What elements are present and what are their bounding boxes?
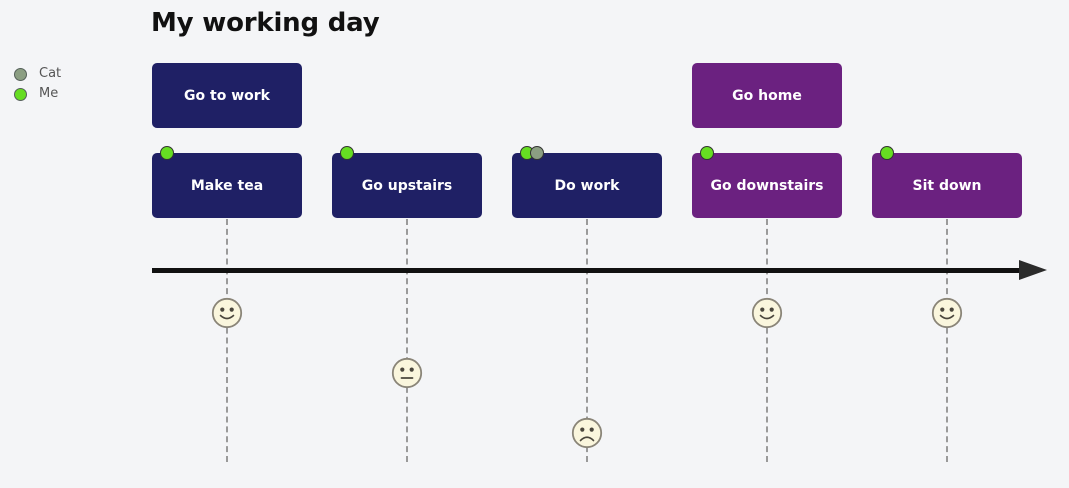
- tick-line: [226, 219, 228, 462]
- legend-item-cat[interactable]: Cat: [14, 64, 124, 84]
- tick-line: [406, 219, 408, 462]
- timeline-axis-line: [152, 268, 1022, 273]
- legend-item-label: Me: [39, 86, 59, 101]
- participant-dots: [160, 146, 174, 160]
- participant-dots: [520, 146, 544, 160]
- page-title: My working day: [151, 8, 380, 38]
- legend-swatch-icon: [14, 87, 27, 101]
- mood-face-happy-icon: [751, 297, 783, 329]
- task-box-go-downstairs[interactable]: Go downstairs: [692, 146, 842, 218]
- participant-dots: [340, 146, 354, 160]
- participant-dot-cat-icon: [530, 146, 544, 160]
- task-box-go-to-work[interactable]: Go to work: [152, 63, 302, 128]
- mood-face-neutral-icon: [391, 357, 423, 389]
- tick-line: [946, 219, 948, 462]
- task-box-label: Go downstairs: [710, 177, 824, 194]
- participant-dot-me-icon: [700, 146, 714, 160]
- mood-face-sad-icon: [571, 417, 603, 449]
- task-box-go-upstairs[interactable]: Go upstairs: [332, 146, 482, 218]
- tick-line: [766, 219, 768, 462]
- participant-dots: [880, 146, 894, 160]
- participant-dots: [700, 146, 714, 160]
- task-box-make-tea[interactable]: Make tea: [152, 146, 302, 218]
- task-box-label: Go home: [732, 87, 802, 104]
- task-box-label: Go to work: [184, 87, 270, 104]
- task-box-label: Sit down: [912, 177, 982, 194]
- task-box-go-home[interactable]: Go home: [692, 63, 842, 128]
- task-box-label: Make tea: [190, 177, 264, 194]
- legend-item-me[interactable]: Me: [14, 84, 124, 104]
- timeline-arrow-icon: [1019, 260, 1047, 280]
- task-box-label: Go upstairs: [361, 177, 453, 194]
- legend-swatch-icon: [14, 67, 27, 81]
- mood-face-happy-icon: [211, 297, 243, 329]
- task-box-do-work[interactable]: Do work: [512, 146, 662, 218]
- task-box-sit-down[interactable]: Sit down: [872, 146, 1022, 218]
- participant-dot-me-icon: [880, 146, 894, 160]
- legend-item-label: Cat: [39, 66, 62, 81]
- mood-face-happy-icon: [931, 297, 963, 329]
- participant-dot-me-icon: [160, 146, 174, 160]
- participant-dot-me-icon: [340, 146, 354, 160]
- task-box-label: Do work: [554, 177, 620, 194]
- tick-line: [586, 219, 588, 462]
